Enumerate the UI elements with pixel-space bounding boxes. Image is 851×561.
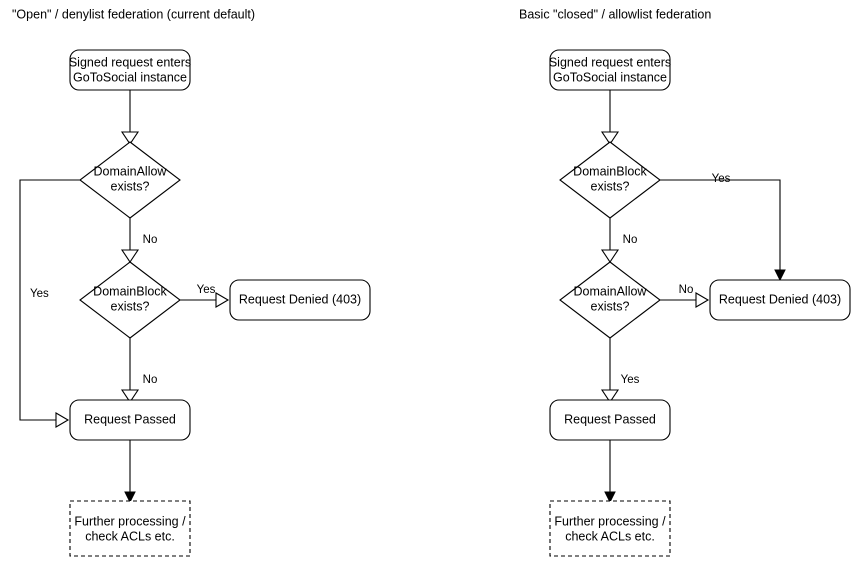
- node-start-right-line2: GoToSocial instance: [553, 70, 667, 84]
- node-start-right-line1: Signed request enters: [549, 55, 671, 69]
- node-decision-domainallow-left-line2: exists?: [111, 179, 150, 193]
- edge-label-domainallow-yes-right: Yes: [621, 374, 640, 386]
- node-decision-domainallow-right-line2: exists?: [591, 299, 630, 313]
- node-decision-domainblock-right-line1: DomainBlock: [573, 164, 647, 178]
- edge-label-domainblock-yes-right: Yes: [712, 173, 731, 185]
- edge-label-domainallow-yes-left: Yes: [30, 288, 49, 300]
- edge-domainblock-yes-right: [660, 179, 781, 272]
- arrowhead-start-to-domainblock-right: [600, 131, 620, 145]
- edge-label-domainallow-no-left: No: [143, 234, 158, 246]
- node-request-denied-right-label: Request Denied (403): [719, 292, 841, 306]
- arrowhead-start-to-domainallow-left: [120, 131, 140, 145]
- node-decision-domainblock-left-line2: exists?: [111, 299, 150, 313]
- arrowhead-domainblock-yes-right: [774, 269, 786, 282]
- arrowhead-passed-to-further-left: [124, 491, 136, 504]
- edge-label-domainallow-no-right: No: [679, 284, 694, 296]
- edge-domainallow-yes-left: [19, 179, 80, 421]
- arrowhead-passed-to-further-right: [604, 491, 616, 504]
- arrowhead-domainallow-yes-left: [55, 412, 70, 428]
- edge-label-domainblock-no-left: No: [143, 374, 158, 386]
- diagram-title-open-denylist: "Open" / denylist federation (current de…: [12, 7, 255, 21]
- arrowhead-domainallow-no-right: [695, 292, 710, 308]
- node-decision-domainallow-right-line1: DomainAllow: [574, 284, 648, 298]
- node-further-processing-left-line2: check ACLs etc.: [85, 529, 175, 543]
- diagram-title-closed-allowlist: Basic "closed" / allowlist federation: [519, 7, 711, 21]
- node-decision-domainblock-right-line2: exists?: [591, 179, 630, 193]
- node-further-processing-left-line1: Further processing /: [74, 514, 186, 528]
- diagram-open-denylist: "Open" / denylist federation (current de…: [12, 7, 371, 557]
- node-decision-domainallow-left-line1: DomainAllow: [94, 164, 168, 178]
- node-request-passed-right-label: Request Passed: [564, 412, 656, 426]
- node-request-denied-left: [229, 279, 371, 321]
- node-further-processing-right: [549, 500, 671, 557]
- node-request-denied-left-label: Request Denied (403): [239, 292, 361, 306]
- arrowhead-domainallow-no-left: [120, 249, 140, 263]
- diagram-closed-allowlist: Basic "closed" / allowlist federation Si…: [519, 7, 851, 557]
- arrowhead-domainallow-yes-right: [600, 389, 620, 403]
- node-start-left-line1: Signed request enters: [69, 55, 191, 69]
- node-further-processing-right-line2: check ACLs etc.: [565, 529, 655, 543]
- edge-label-domainblock-yes-left: Yes: [197, 284, 216, 296]
- node-further-processing-left: [69, 500, 191, 557]
- arrowhead-domainblock-no-left: [120, 389, 140, 403]
- arrowhead-domainblock-no-right: [600, 249, 620, 263]
- node-request-denied-right: [709, 279, 851, 321]
- edge-label-domainblock-no-right: No: [623, 234, 638, 246]
- node-request-passed-left-label: Request Passed: [84, 412, 176, 426]
- node-further-processing-right-line1: Further processing /: [554, 514, 666, 528]
- node-start-left-line2: GoToSocial instance: [73, 70, 187, 84]
- arrowhead-domainblock-yes-left: [215, 292, 230, 308]
- node-decision-domainblock-left-line1: DomainBlock: [93, 284, 167, 298]
